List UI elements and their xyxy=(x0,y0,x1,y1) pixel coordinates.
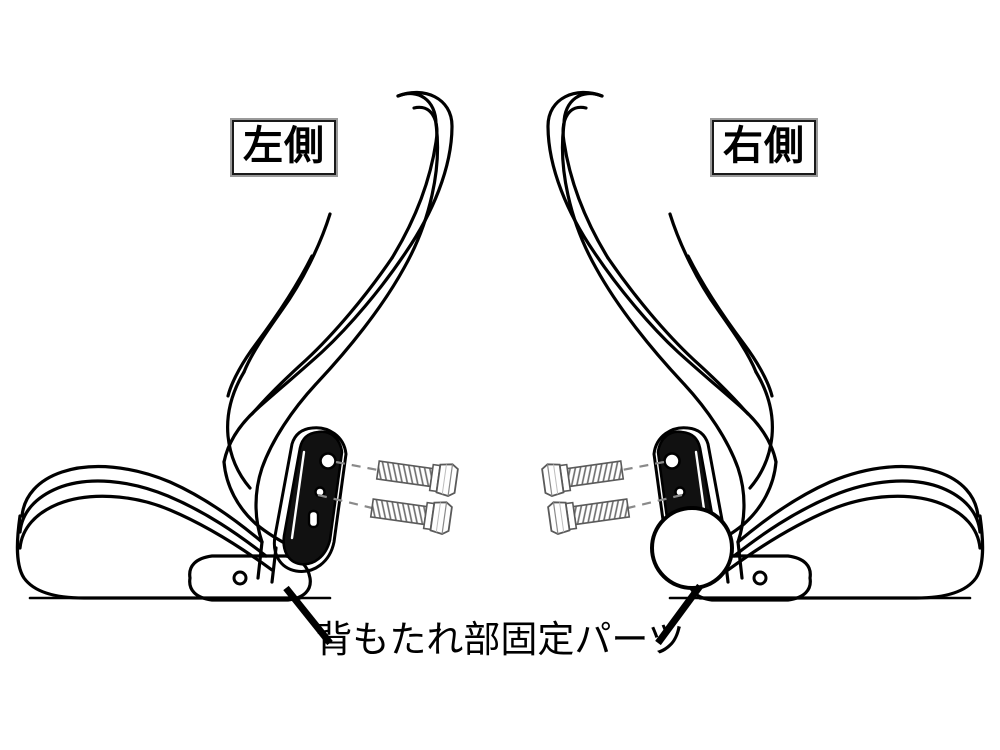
bracket-groove xyxy=(290,450,306,540)
cushion-contour-3 xyxy=(726,494,982,572)
cushion-contour-2 xyxy=(732,479,982,558)
left-seat xyxy=(15,90,454,602)
bracket-outline xyxy=(272,426,348,573)
cushion-top-surface xyxy=(736,464,980,544)
bracket-slot-lower xyxy=(307,509,320,529)
recliner-dial xyxy=(650,506,734,590)
backrest-lower-edge xyxy=(222,460,296,550)
side-label-right: 右側 xyxy=(710,118,818,177)
backrest-bolster-seam xyxy=(606,256,750,416)
lumbar-panel-line xyxy=(226,254,314,398)
caption-text: 背もたれ部固定パーツ xyxy=(315,618,685,661)
rail-bolt-hole xyxy=(752,570,768,586)
leader-arrow-left xyxy=(283,585,333,646)
lower-back-panel xyxy=(748,370,774,490)
rail-bolt-hole xyxy=(232,570,248,586)
cushion-bolster-crease-1 xyxy=(256,540,264,580)
lumbar-panel-line xyxy=(686,254,774,398)
cushion-contour-2 xyxy=(18,479,268,558)
left-assembly-guides xyxy=(317,460,379,510)
guide-upper-left xyxy=(335,460,379,472)
bracket-hole-upper xyxy=(319,452,337,470)
lower-back-panel xyxy=(226,370,252,490)
guide-upper-right xyxy=(621,460,665,472)
right-assembly-guides xyxy=(621,460,683,510)
cushion-top-surface xyxy=(20,464,264,544)
backrest-rear-edge xyxy=(254,122,440,544)
caption-leader-lines xyxy=(283,583,703,646)
bracket-hole-upper xyxy=(663,452,681,470)
backrest-rear-edge xyxy=(560,122,746,544)
headrest-inner-contour xyxy=(561,105,610,260)
cushion-bolster-crease-1 xyxy=(736,540,744,580)
backrest-bolster-seam xyxy=(250,256,394,416)
side-label-left: 左側 xyxy=(230,118,338,177)
leader-arrow-right xyxy=(655,583,703,646)
cushion-contour-3 xyxy=(18,494,274,572)
headrest-inner-contour xyxy=(390,105,439,260)
